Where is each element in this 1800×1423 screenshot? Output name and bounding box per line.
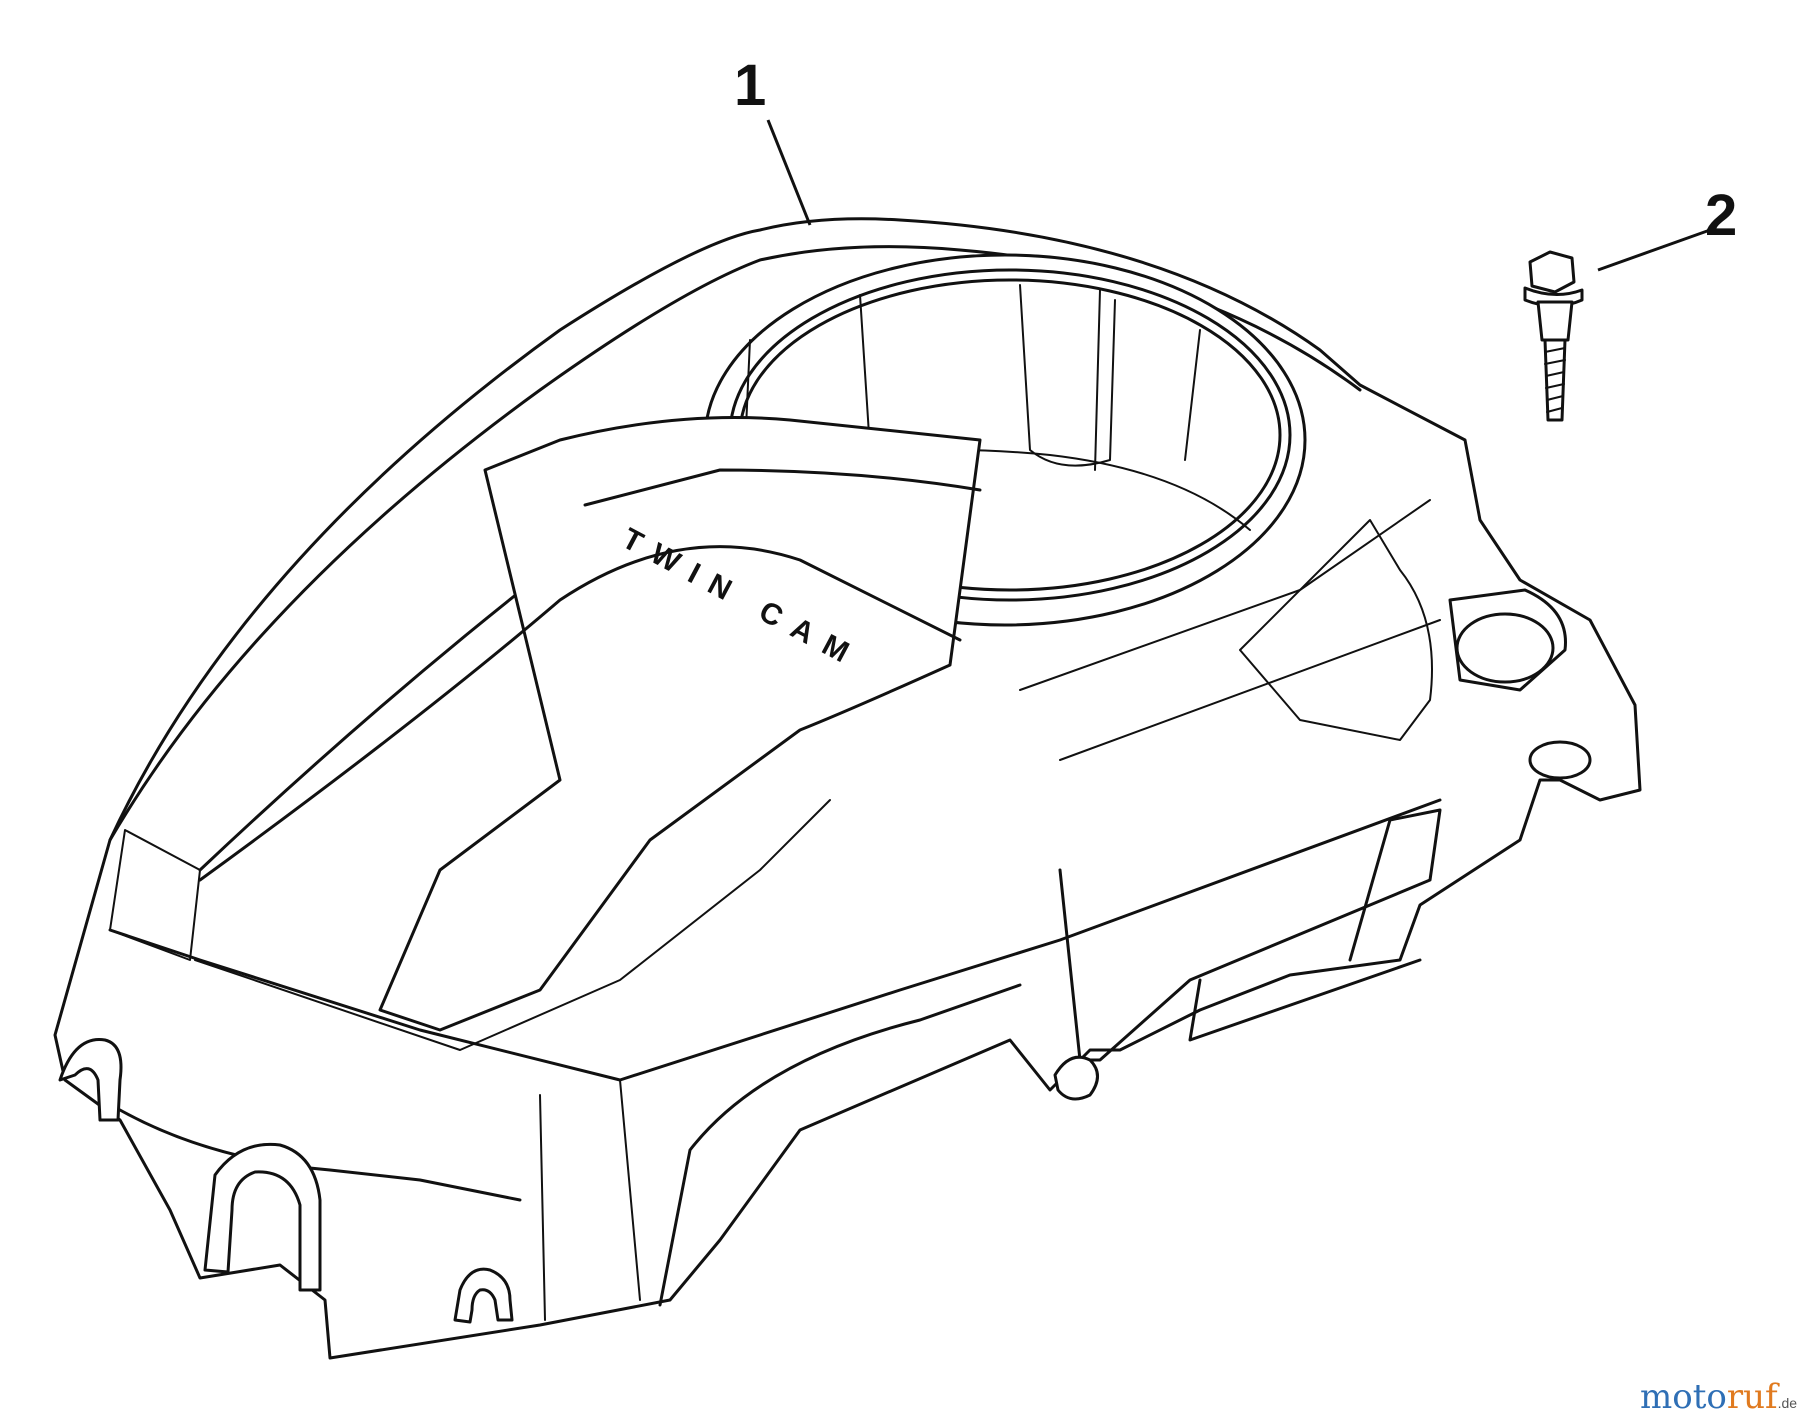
blower-housing: [53, 217, 1642, 1360]
raised-cover-panel: [378, 416, 982, 1032]
housing-skirt-lower: [118, 1108, 522, 1202]
bolt-shank: [1536, 300, 1574, 342]
raised-cover-ridge: [583, 468, 982, 507]
watermark-part1: moto: [1640, 1377, 1727, 1417]
callout-2: 2: [1597, 183, 1737, 272]
callout-2-leader: [1597, 228, 1711, 272]
raised-cover-lower: [198, 545, 962, 882]
right-side-detail: [1239, 519, 1433, 741]
watermark-suffix: .de: [1778, 1395, 1798, 1411]
bolt-head: [1528, 250, 1576, 294]
mount-hole-upper: [1455, 612, 1555, 684]
clip-tab-left: [58, 1038, 123, 1122]
callout-1: 1: [734, 53, 812, 226]
watermark-part2: ruf: [1727, 1377, 1780, 1417]
housing-vertical-edge: [539, 1079, 641, 1321]
bolt-thread-lines: [1544, 347, 1566, 413]
fan-interior-ribs: [744, 284, 1201, 471]
housing-seam-right: [1019, 499, 1441, 761]
housing-channel: [658, 983, 1022, 1307]
callout-1-label: 1: [734, 53, 766, 118]
clip-tab-middle: [203, 1142, 322, 1292]
watermark-logo: motoruf.de: [1640, 1377, 1797, 1417]
bolt: [1523, 250, 1584, 422]
clip-tab-right: [453, 1267, 514, 1324]
right-mount-boss: [1448, 588, 1567, 692]
housing-left-panel: [109, 829, 201, 961]
callout-1-leader: [766, 119, 812, 226]
callout-2-label: 2: [1705, 183, 1737, 248]
svg-text:motoruf.de: motoruf.de: [1640, 1377, 1797, 1417]
raised-cover-crease: [194, 799, 831, 1051]
clip-tab-far-right: [1053, 1055, 1099, 1101]
mount-hole-lower: [1528, 740, 1592, 780]
